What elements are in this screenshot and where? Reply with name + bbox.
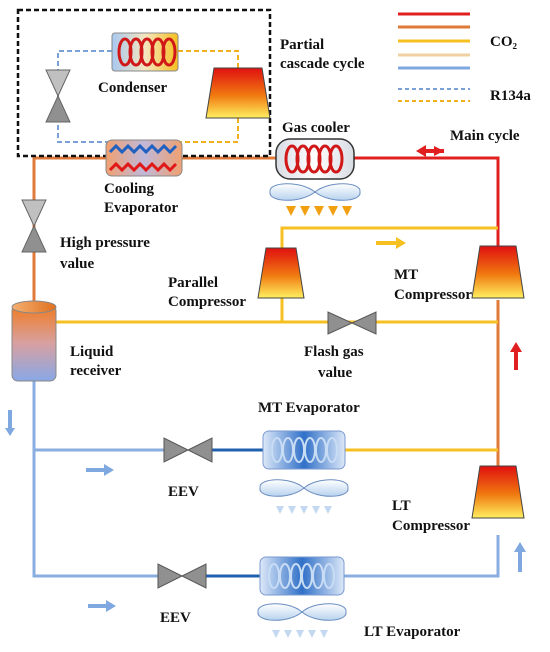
coil-icon bbox=[271, 437, 338, 463]
pipe-r134a-blue bbox=[57, 50, 112, 143]
fan-icon bbox=[259, 479, 349, 497]
airflow-arrows-blue bbox=[272, 630, 328, 638]
label-partial-cascade-1: Partial bbox=[280, 37, 324, 53]
label-mt-compressor-1: MT bbox=[394, 267, 418, 283]
label-high-pressure-valve-2: value bbox=[60, 256, 95, 272]
liquid-receiver bbox=[11, 300, 57, 382]
zigzag-red-icon bbox=[108, 161, 178, 173]
zigzag-blue-icon bbox=[108, 143, 178, 155]
pipe-r134a-yellow-down bbox=[180, 118, 239, 143]
coil-icon bbox=[117, 37, 177, 67]
label-mt-compressor-2: Compressor bbox=[394, 287, 472, 303]
pipe-orange-left bbox=[32, 156, 108, 305]
airflow-arrows-orange bbox=[286, 206, 352, 216]
flow-arrow-red-up bbox=[510, 342, 522, 370]
label-cooling-evaporator-2: Evaporator bbox=[104, 200, 179, 216]
pipes bbox=[32, 50, 500, 578]
lt-evaporator bbox=[257, 556, 347, 638]
pipe-r134a-yellow-top bbox=[178, 50, 239, 70]
label-mt-evaporator: MT Evaporator bbox=[258, 400, 360, 416]
label-cooling-evaporator-1: Cooling bbox=[104, 181, 155, 197]
label-condenser: Condenser bbox=[98, 80, 168, 96]
label-parallel-compressor-2: Compressor bbox=[168, 294, 246, 310]
label-lt-compressor-2: Compressor bbox=[392, 518, 470, 534]
arrow-icon bbox=[418, 146, 444, 156]
gas-cooler bbox=[269, 138, 361, 216]
pipe-blue-left bbox=[32, 380, 162, 578]
flow-arrow-blue-down bbox=[5, 410, 15, 436]
labels: Partial cascade cycle Condenser Gas cool… bbox=[60, 37, 520, 640]
label-lt-evaporator: LT Evaporator bbox=[364, 624, 461, 640]
fan-icon bbox=[269, 183, 361, 201]
airflow-arrows-blue bbox=[276, 506, 332, 514]
coil-icon bbox=[284, 144, 344, 174]
main-cycle-arrow bbox=[416, 145, 444, 157]
fan-icon bbox=[257, 603, 347, 621]
label-main-cycle: Main cycle bbox=[450, 128, 520, 144]
flow-arrow-blue-lt bbox=[88, 600, 116, 612]
compressor-icon bbox=[205, 67, 271, 119]
lt-compressor bbox=[471, 465, 525, 519]
valve-icon bbox=[45, 69, 71, 123]
label-partial-cascade-2: cascade cycle bbox=[280, 56, 365, 72]
cooling-evaporator bbox=[105, 139, 183, 177]
label-eev-1: EEV bbox=[168, 484, 199, 500]
pipe-yellow-parallel-top bbox=[280, 226, 498, 250]
high-pressure-valve bbox=[21, 199, 47, 253]
flash-gas-valve bbox=[327, 311, 377, 335]
flow-arrow-blue-up bbox=[514, 542, 526, 572]
legend-r134a-label: R134a bbox=[490, 88, 531, 104]
label-high-pressure-valve-1: High pressure bbox=[60, 235, 150, 251]
mt-evaporator bbox=[259, 430, 349, 514]
label-flash-gas-valve-1: Flash gas bbox=[304, 344, 364, 360]
label-liquid-receiver-2: receiver bbox=[70, 363, 122, 379]
label-gas-cooler: Gas cooler bbox=[282, 120, 350, 136]
label-eev-2: EEV bbox=[160, 610, 191, 626]
label-liquid-receiver-1: Liquid bbox=[70, 344, 114, 360]
eev-mt-valve bbox=[163, 437, 213, 463]
flow-arrow-blue-mt bbox=[86, 464, 114, 476]
eev-lt-valve bbox=[157, 563, 207, 589]
mt-compressor bbox=[471, 245, 525, 299]
label-flash-gas-valve-2: value bbox=[318, 365, 353, 381]
coil-icon bbox=[268, 563, 335, 589]
parallel-compressor bbox=[257, 247, 305, 299]
label-parallel-compressor-1: Parallel bbox=[168, 275, 218, 291]
flow-arrow-yellow bbox=[376, 237, 406, 249]
legend: CO₂ R134a bbox=[398, 12, 531, 104]
legend-co2-label: CO₂ bbox=[490, 34, 518, 50]
condenser bbox=[111, 32, 179, 72]
pipe-blue-lt-right bbox=[344, 535, 500, 578]
label-lt-compressor-1: LT bbox=[392, 498, 411, 514]
pipe-red-top-right bbox=[353, 156, 500, 250]
